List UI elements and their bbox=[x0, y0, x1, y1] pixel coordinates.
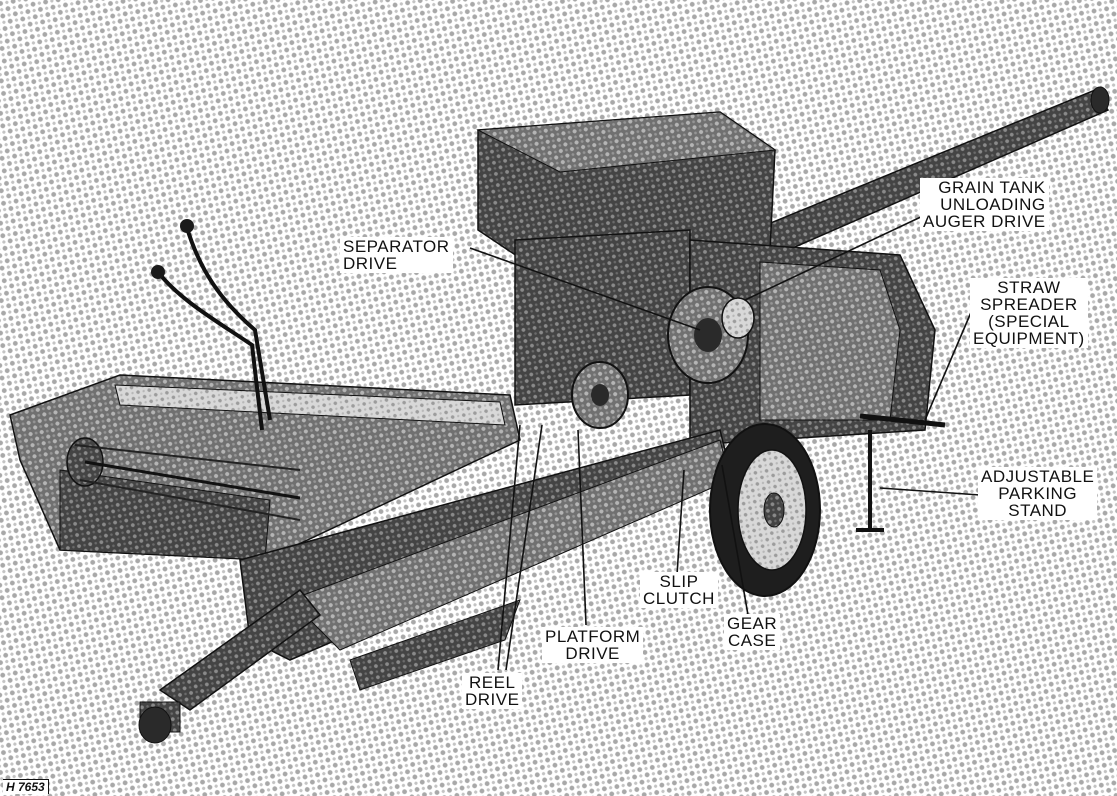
platform bbox=[9, 374, 521, 561]
callout-line: EQUIPMENT) bbox=[973, 329, 1085, 348]
callout-line: DRIVE bbox=[465, 690, 520, 709]
callout-separator-drive: SEPARATOR DRIVE bbox=[340, 237, 453, 273]
callout-line: (SPECIAL bbox=[988, 312, 1070, 331]
control-levers bbox=[156, 227, 272, 431]
callout-adjustable-parking-stand: ADJUSTABLE PARKING STAND bbox=[978, 467, 1098, 520]
callout-line: STRAW bbox=[997, 278, 1061, 297]
callout-line: DRIVE bbox=[343, 254, 398, 273]
parking-stand bbox=[856, 430, 884, 532]
callout-line: GRAIN TANK bbox=[938, 178, 1046, 197]
callout-gear-case: GEAR CASE bbox=[724, 614, 781, 650]
lever-knob-lower bbox=[151, 265, 165, 279]
callout-line: REEL bbox=[469, 673, 516, 692]
hitch-tongue bbox=[138, 588, 322, 744]
callout-line: STAND bbox=[1008, 501, 1068, 520]
callout-line: ADJUSTABLE bbox=[981, 467, 1095, 486]
callout-line: SLIP bbox=[659, 572, 699, 591]
leader-lines bbox=[469, 214, 981, 671]
lever-knob-upper bbox=[180, 219, 194, 233]
separator-housing bbox=[689, 239, 936, 446]
grain-tank bbox=[476, 111, 777, 406]
callout-line: CASE bbox=[727, 631, 777, 650]
callout-line: SPREADER bbox=[980, 295, 1078, 314]
figure-id: H 7653 bbox=[3, 779, 49, 794]
callout-grain-tank-unloading-auger-drive: GRAIN TANK UNLOADING AUGER DRIVE bbox=[920, 178, 1049, 231]
straw-spreader-bar bbox=[859, 413, 946, 428]
callout-line: DRIVE bbox=[565, 644, 620, 663]
callout-line: PLATFORM bbox=[545, 627, 641, 646]
wheel bbox=[709, 423, 821, 597]
callout-line: GEAR bbox=[727, 614, 778, 633]
callout-line: PARKING bbox=[998, 484, 1078, 503]
callout-reel-drive: REEL DRIVE bbox=[462, 673, 523, 709]
callout-line: SEPARATOR bbox=[343, 237, 450, 256]
callout-slip-clutch: SLIP CLUTCH bbox=[640, 572, 718, 608]
callout-platform-drive: PLATFORM DRIVE bbox=[542, 627, 644, 663]
callout-line: UNLOADING bbox=[940, 195, 1046, 214]
callout-line: CLUTCH bbox=[643, 589, 715, 608]
callout-line: AUGER DRIVE bbox=[923, 212, 1046, 231]
reel bbox=[66, 437, 301, 521]
callout-straw-spreader: STRAW SPREADER (SPECIAL EQUIPMENT) bbox=[970, 278, 1088, 348]
drive-pulleys bbox=[571, 286, 755, 429]
